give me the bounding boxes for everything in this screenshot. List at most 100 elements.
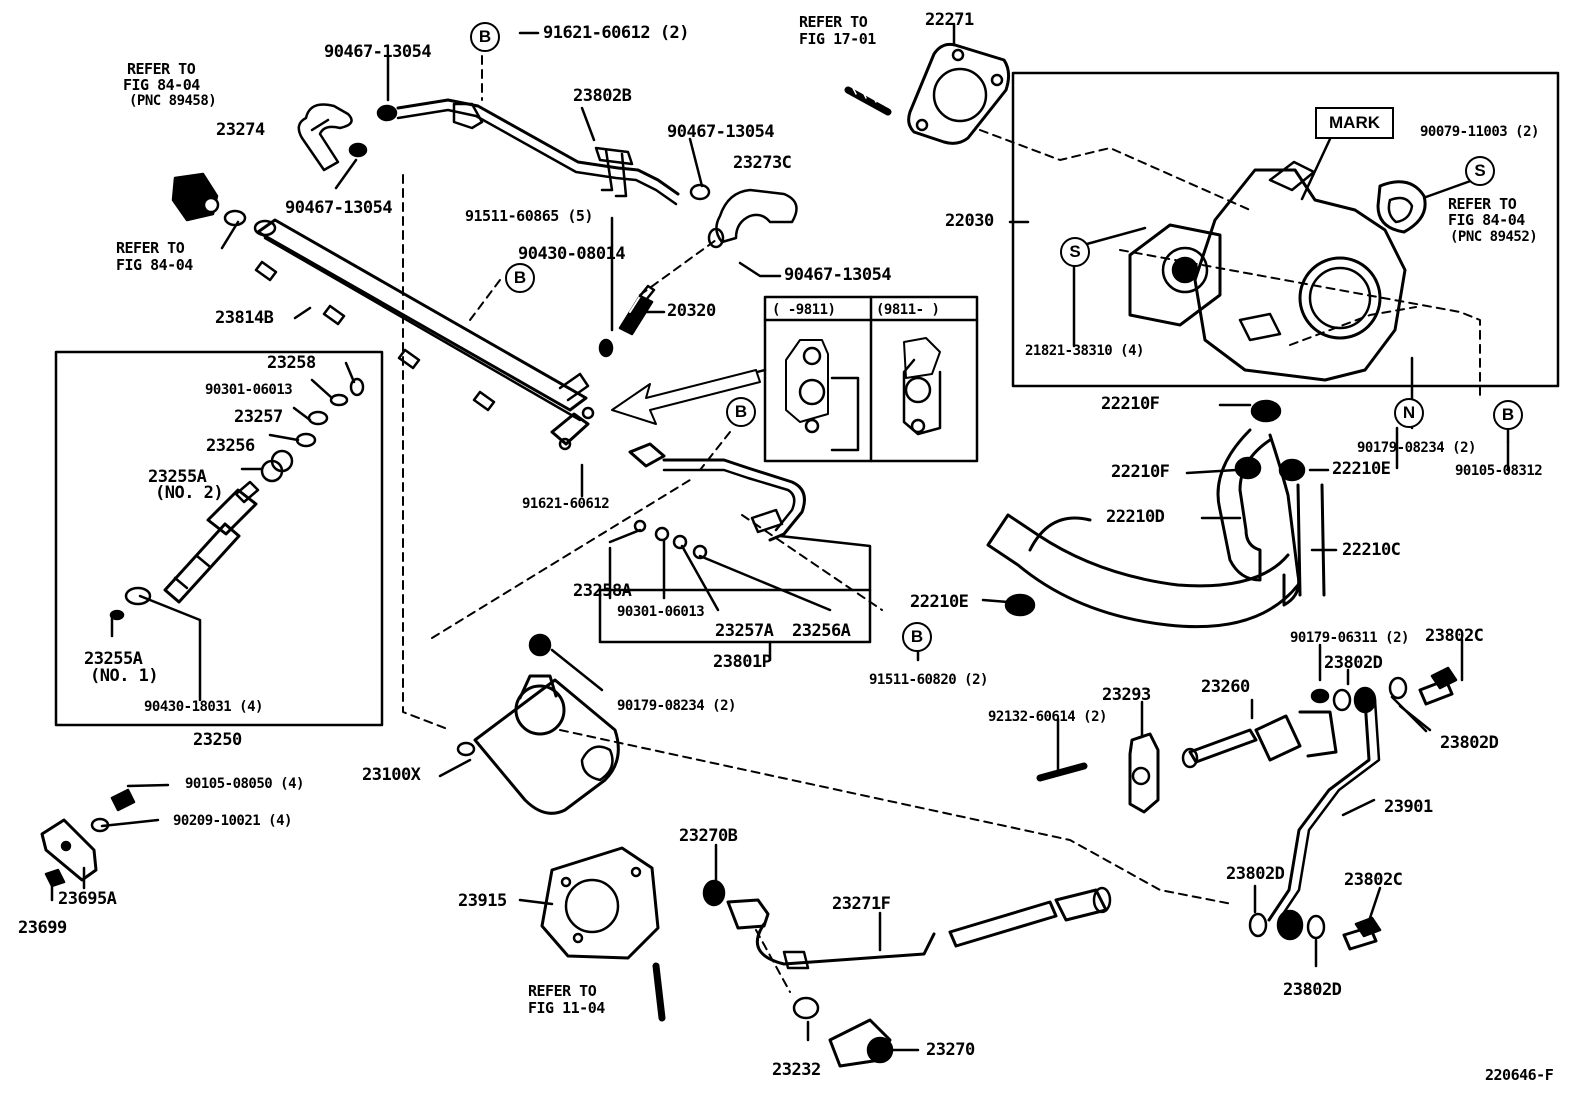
label-21821-38310: 21821-38310 (4) [1025,343,1144,359]
label-22030: 22030 [945,211,994,231]
label-20320: 20320 [667,301,716,321]
ref-fig-84-04-right-line2: FIG 84-04 [1448,211,1525,229]
sensor-89458 [171,172,220,222]
label-23256: 23256 [206,436,255,456]
ref-fig-84-04-right-line1: REFER TO [1448,195,1517,213]
mark-label: MARK [1315,107,1394,139]
label-23802C-a: 23802C [1425,626,1484,646]
label-91621-60612: 91621-60612 [522,496,610,512]
label-23274: 23274 [216,120,265,140]
label-23801P: 23801P [713,652,772,672]
ref-fig-84-04-pnc-line3: (PNC 89458) [129,93,217,109]
label-90179-08234-a: 90179-08234 (2) [1357,440,1476,456]
marker-b: B [505,263,535,293]
label-23695A: 23695A [58,889,117,909]
gasket-23915 [540,846,660,960]
label-23100X: 23100X [362,765,421,785]
label-91621-60612-2: 91621-60612 (2) [543,23,690,43]
label-90105-08312: 90105-08312 [1455,463,1543,479]
injector-kit-frame [54,350,384,727]
label-22210D: 22210D [1106,507,1165,527]
label-22271: 22271 [925,10,974,30]
date-range-before: ( -9811) [772,302,836,318]
label-90105-08050: 90105-08050 (4) [185,776,304,792]
injector-23250 [109,377,365,621]
label-23802D-c: 23802D [1226,864,1285,884]
ref-fig-17-01-line1: REFER TO [799,13,868,31]
ref-fig-17-01-line2: FIG 17-01 [799,30,876,48]
label-23258A: 23258A [573,581,632,601]
part-23260 [1181,688,1338,769]
label-23802D-b: 23802D [1440,733,1499,753]
label-90430-18031: 90430-18031 (4) [144,699,263,715]
label-23260: 23260 [1201,677,1250,697]
gasket-22271 [907,42,1011,145]
label-23271F: 23271F [832,894,891,914]
delivery-pipe-23814B [253,218,595,451]
label-90209-10021: 90209-10021 (4) [173,813,292,829]
label-90179-06311: 90179-06311 (2) [1290,630,1409,646]
label-23255A-no1: 23255A [84,649,143,669]
label-23255A-no2: 23255A [148,467,207,487]
label-22210E-a: 22210E [1332,459,1391,479]
label-91511-60820: 91511-60820 (2) [869,672,988,688]
marker-n: N [1394,398,1424,428]
throttle-body-22030 [1128,160,1427,382]
label-90467-13054-b: 90467-13054 [667,122,775,142]
label-no2: (NO. 2) [155,483,224,503]
ref-fig-11-04-line1: REFER TO [528,982,597,1000]
figure-id: 220646-F [1485,1066,1554,1084]
label-22210F-b: 22210F [1111,462,1170,482]
label-23699: 23699 [18,918,67,938]
label-90467-13054-c: 90467-13054 [285,198,393,218]
label-22210C: 22210C [1342,540,1401,560]
marker-s: S [1465,156,1495,186]
ref-fig-11-04-line2: FIG 11-04 [528,999,605,1017]
fuel-pipe-23801P [628,442,806,560]
marker-s: S [1060,237,1090,267]
label-90430-08014: 90430-08014 [518,244,626,264]
label-90467-13054-d: 90467-13054 [784,265,892,285]
ref-fig-84-04-line1: REFER TO [116,239,185,257]
marker-b: B [470,22,500,52]
marker-b: B [1493,400,1523,430]
pressure-regulator-23100X [456,633,620,815]
label-23901: 23901 [1384,797,1433,817]
label-23270: 23270 [926,1040,975,1060]
label-23293: 23293 [1102,685,1151,705]
label-23232: 23232 [772,1060,821,1080]
marker-b: B [726,397,756,427]
date-range-after: (9811- ) [876,302,940,318]
label-23258: 23258 [267,353,316,373]
label-23802D-d: 23802D [1283,980,1342,1000]
label-23273C: 23273C [733,153,792,173]
label-23802D-a: 23802D [1324,653,1383,673]
label-90301-06013: 90301-06013 [205,382,293,398]
label-90301-06013-b: 90301-06013 [617,604,705,620]
label-90079-11003: 90079-11003 (2) [1420,124,1539,140]
label-23257A: 23257A [715,621,774,641]
ref-fig-84-04-line2: FIG 84-04 [116,256,193,274]
label-23256A: 23256A [792,621,851,641]
water-hoses-22210 [986,399,1326,629]
label-92132-60614: 92132-60614 (2) [988,709,1107,725]
marker-b: B [902,622,932,652]
label-23802C-b: 23802C [1344,870,1403,890]
label-23814B: 23814B [215,308,274,328]
label-22210F-a: 22210F [1101,394,1160,414]
label-22210E-b: 22210E [910,592,969,612]
hose-23271F [702,879,1112,970]
date-variant-gaskets [785,337,942,452]
throttle-body-frame [1011,71,1560,388]
label-23270B: 23270B [679,826,738,846]
label-23915: 23915 [458,891,507,911]
ref-fig-84-04-right-line3: (PNC 89452) [1450,229,1538,245]
label-91511-60865: 91511-60865 (5) [465,207,593,225]
ref-fig-84-04-pnc-line2: FIG 84-04 [123,76,200,94]
label-23802B: 23802B [573,86,632,106]
label-90467-13054: 90467-13054 [324,42,432,62]
label-no1: (NO. 1) [90,666,159,686]
pulsation-damper-20320 [598,284,656,358]
